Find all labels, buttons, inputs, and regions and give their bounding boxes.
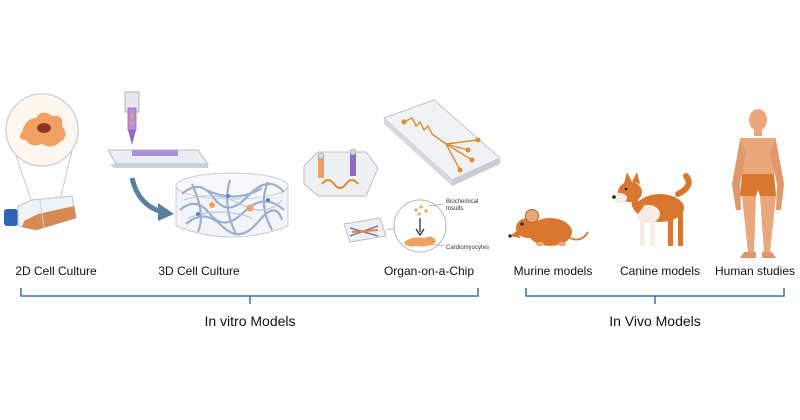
- heart-chip-device-illustration: [303, 148, 379, 197]
- arrowhead-icon: [158, 203, 174, 221]
- human-figure-icon: [732, 109, 784, 258]
- group-in-vivo: In Vivo Models: [609, 313, 701, 329]
- label-canine-models: Canine models: [619, 264, 701, 278]
- cell-culture-flask-illustration: [4, 93, 79, 231]
- label-3d-cell-culture: 3D Cell Culture: [158, 264, 240, 278]
- annotation-insults: Insults: [446, 206, 463, 212]
- cardiomyocyte-zoom-illustration: [393, 199, 447, 253]
- bioprinter-illustration: [107, 91, 209, 168]
- annotation-biochemical: Biochemical: [446, 199, 478, 205]
- dog-icon: [612, 172, 692, 246]
- group-in-vitro: In vitro Models: [204, 313, 296, 329]
- hydrogel-dish-illustration: [175, 172, 289, 238]
- annotation-cardiomyocytes: Cardiomyocytes: [446, 245, 489, 251]
- label-murine-models: Murine models: [513, 264, 593, 278]
- in-vivo-bracket: [525, 288, 785, 304]
- mouse-icon: [508, 209, 589, 247]
- in-vitro-bracket: [20, 288, 479, 304]
- curved-arrow-icon: [129, 177, 163, 215]
- label-organ-on-a-chip: Organ-on-a-Chip: [383, 264, 475, 278]
- label-human-studies: Human studies: [714, 264, 796, 278]
- microfluidic-chip-illustration: [383, 99, 501, 186]
- label-2d-cell-culture: 2D Cell Culture: [15, 264, 97, 278]
